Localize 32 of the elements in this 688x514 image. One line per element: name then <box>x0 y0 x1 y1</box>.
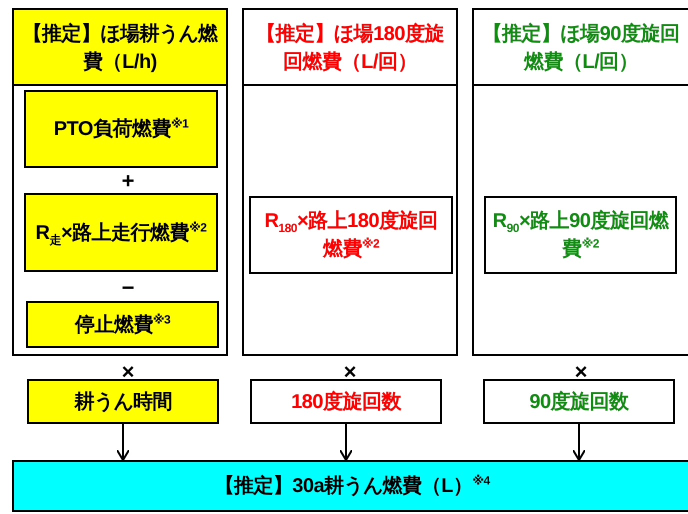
arrow <box>339 424 353 461</box>
formula-box <box>484 196 677 274</box>
node-text: 90度旋回数 <box>529 390 629 414</box>
node-text: 180度旋回数 <box>291 390 401 414</box>
node-text: R$_{180}$×路上180度旋回燃費$^{※2}$ <box>263 208 439 262</box>
node-text: R$_{90}$×路上90度旋回燃費$^{※2}$ <box>492 208 670 262</box>
node-text: R$_{走}$×路上走行燃費$^{※2}$ <box>36 218 206 246</box>
operator-sign: + <box>120 170 136 192</box>
node-text: PTO負荷燃費$^{※1}$ <box>54 115 188 142</box>
formula-box <box>249 196 453 274</box>
formula-box <box>250 379 442 424</box>
arrow <box>572 424 586 461</box>
arrow <box>116 424 130 461</box>
header-text: 【推定】ほ場180度旋回燃費（L/回） <box>255 22 445 75</box>
header-text: 【推定】ほ場90度旋回燃費（L/回） <box>482 22 680 75</box>
formula-box <box>483 379 675 424</box>
column-panel <box>12 8 228 356</box>
formula-box <box>24 90 218 168</box>
formula-box <box>24 193 218 272</box>
formula-box <box>26 301 219 348</box>
operator-sign: × <box>574 361 588 383</box>
column-panel <box>472 8 688 356</box>
header-text: 【推定】ほ場耕うん燃費（L/h) <box>22 22 219 75</box>
column-panel <box>242 8 458 356</box>
operator-sign: × <box>342 361 358 383</box>
formula-box <box>12 460 688 512</box>
operator-sign: − <box>120 277 136 299</box>
node-text: 停止燃費$^{※3}$ <box>74 310 170 338</box>
operator-sign: × <box>120 361 136 383</box>
node-text: 【推定】30a耕うん燃費（L）$^{※4}$ <box>214 472 490 499</box>
formula-box <box>27 379 219 424</box>
node-text: 耕うん時間 <box>74 390 172 414</box>
